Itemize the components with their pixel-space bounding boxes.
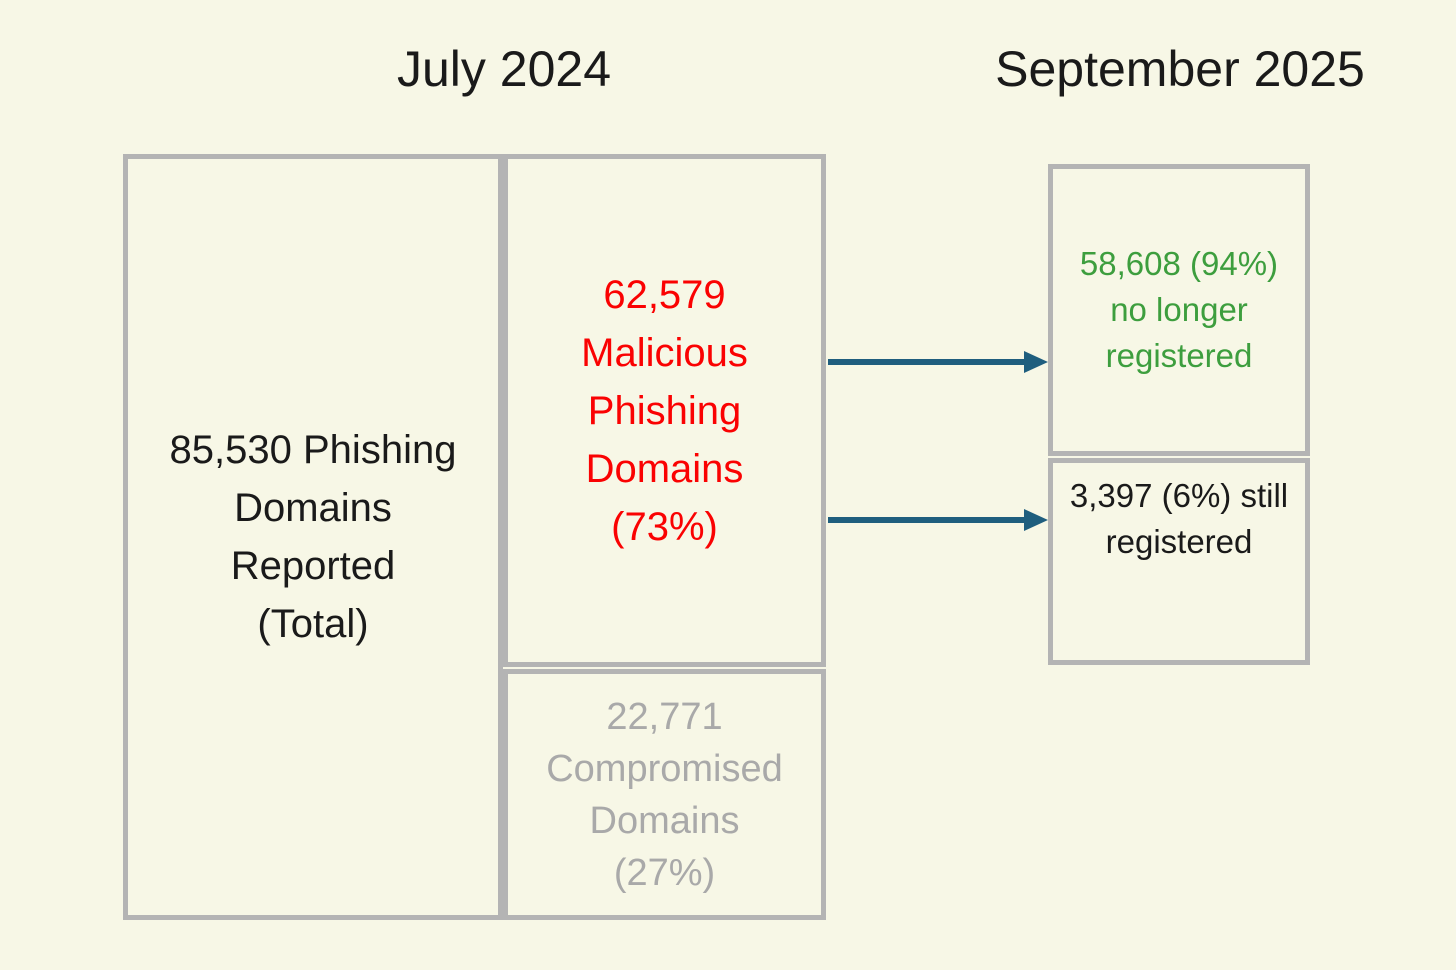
title-september-2025: September 2025 (995, 41, 1365, 97)
total-box-line-3: Reported (230, 544, 396, 588)
title-july-2024: July 2024 (396, 41, 612, 97)
arrow-shaft (828, 359, 1024, 365)
arrow-shaft (828, 517, 1024, 523)
malicious-box-line-1: 62,579 (603, 272, 726, 317)
no-longer-box-line-3: registered (1105, 337, 1253, 374)
arrowhead-right-icon (1024, 351, 1048, 373)
no-longer-box-line-1: 58,608 (94%) (1079, 245, 1279, 282)
malicious-box-line-5: (73%) (611, 504, 718, 549)
total-phishing-domains-box: 85,530 Phishing Domains Reported (Total) (123, 154, 503, 920)
still-box-line-2: registered (1105, 523, 1253, 560)
compromised-domains-box: 22,771 Compromised Domains (27%) (503, 669, 826, 920)
total-box-line-4: (Total) (257, 602, 369, 646)
malicious-phishing-domains-box: 62,579 Malicious Phishing Domains (73%) (503, 154, 826, 667)
compromised-box-line-4: (27%) (613, 851, 716, 894)
compromised-box-line-1: 22,771 (606, 695, 723, 738)
still-box-line-1: 3,397 (6%) still (1069, 477, 1289, 514)
malicious-box-line-3: Phishing (587, 388, 742, 433)
no-longer-box-line-2: no longer (1110, 291, 1248, 328)
arrow-to-no-longer-registered (828, 351, 1048, 373)
arrowhead-right-icon (1024, 509, 1048, 531)
no-longer-registered-box: 58,608 (94%) no longer registered (1048, 164, 1310, 456)
compromised-box-line-3: Domains (589, 799, 740, 842)
malicious-box-line-2: Malicious (581, 330, 748, 375)
still-registered-box: 3,397 (6%) still registered (1048, 458, 1310, 665)
malicious-box-line-4: Domains (585, 446, 744, 491)
total-box-line-2: Domains (234, 486, 392, 530)
arrow-to-still-registered (828, 509, 1048, 531)
compromised-box-line-2: Compromised (546, 747, 783, 790)
total-box-line-1: 85,530 Phishing (169, 428, 457, 472)
